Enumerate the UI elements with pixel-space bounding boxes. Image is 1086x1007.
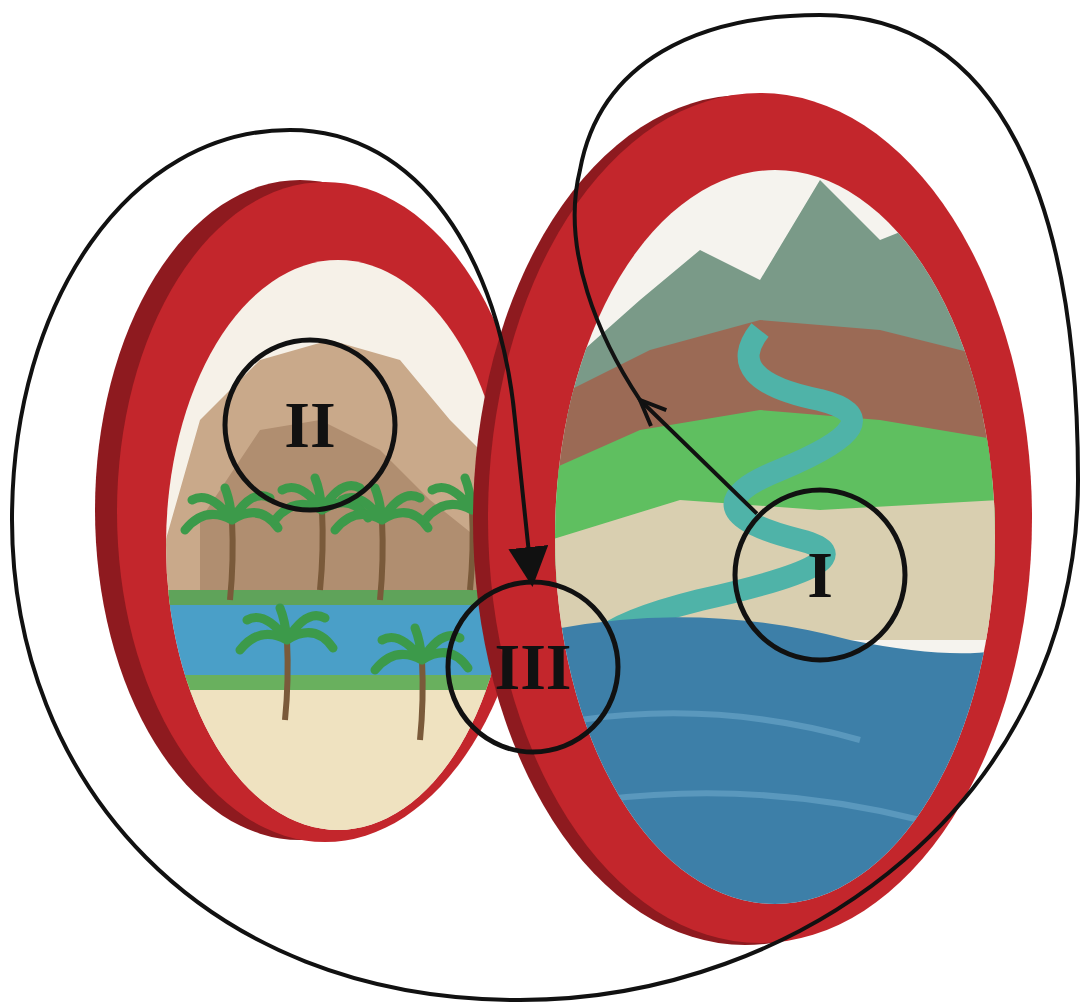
circle-outline (225, 340, 395, 510)
valley-scene (550, 165, 1000, 910)
right-frame (488, 93, 1032, 943)
circle-outline (735, 490, 905, 660)
callout-number: I (807, 542, 833, 608)
callout-circle: I (732, 487, 908, 663)
callout-number: II (284, 392, 335, 458)
flow-arrow (12, 15, 1078, 1000)
callout-circle: II (222, 337, 398, 513)
callout-number: III (494, 634, 571, 700)
left-frame (117, 182, 533, 842)
mid-arrowhead (640, 400, 666, 426)
circle-outline (448, 582, 618, 752)
callout-circle: III (445, 579, 621, 755)
desert-oasis-scene (160, 255, 520, 840)
